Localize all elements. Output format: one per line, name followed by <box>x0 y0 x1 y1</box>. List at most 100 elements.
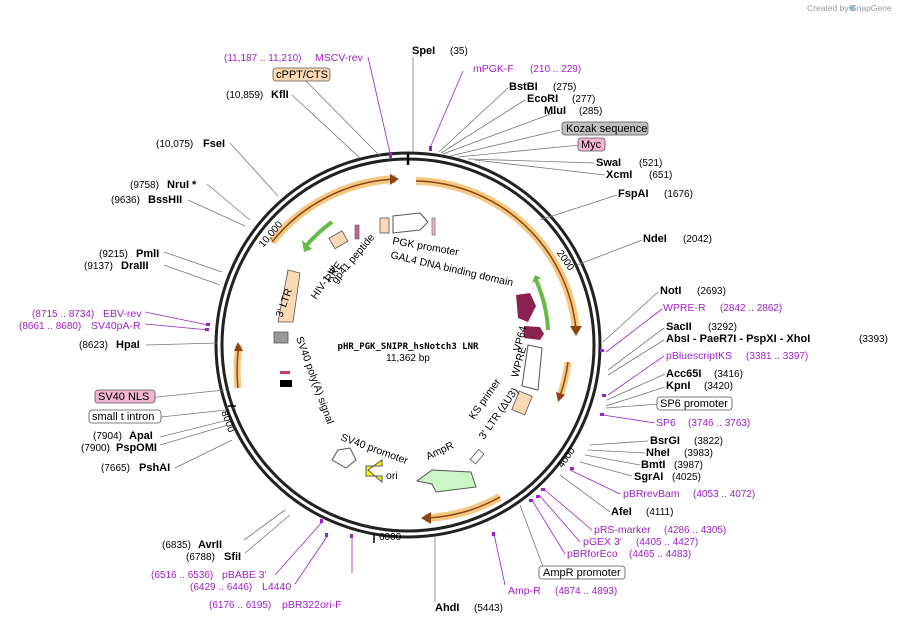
primer-pos: (2842 .. 2862) <box>720 303 782 314</box>
enzyme-pos: (9758) <box>130 180 159 191</box>
vp64-arrow <box>516 293 536 322</box>
primer-pos: (6516 .. 6536) <box>151 570 213 581</box>
primer-label: EBV-rev <box>103 308 142 320</box>
enzyme-label: EcoRI <box>527 93 558 105</box>
orf-band-top-left <box>268 174 399 245</box>
enzyme-label: FseI <box>203 138 225 150</box>
small-t-intron-label: small t intron <box>92 411 154 423</box>
small-feature-near-pgk <box>379 217 390 234</box>
vp64-arrow-2 <box>524 326 544 340</box>
kozak-label: Kozak sequence <box>566 123 647 135</box>
primer-label: pBABE 3' <box>222 569 267 581</box>
sv40-promoter-arrow <box>331 447 357 469</box>
primer-pos: (3381 .. 3397) <box>746 351 808 362</box>
enzyme-pos: (3416) <box>714 369 743 380</box>
orf-band-small-right <box>556 361 572 402</box>
primer-label: pGEX 3' <box>583 536 622 548</box>
primer-label: pRS-marker <box>594 524 651 536</box>
enzyme-label: KpnI <box>666 380 690 392</box>
primer-label: SV40pA-R <box>91 320 141 332</box>
sv40-nls-mark <box>280 371 290 374</box>
enzyme-label: FspAI <box>618 188 649 200</box>
enzyme-label: NruI * <box>167 179 197 191</box>
label-ori: ori <box>386 470 398 482</box>
enzyme-label: BmtI <box>641 459 665 471</box>
primer-label: L4440 <box>262 581 291 593</box>
primer-label: Amp-R <box>508 585 541 597</box>
enzyme-pos: (3420) <box>704 381 733 392</box>
enzyme-label: DraIII <box>121 260 149 272</box>
sv40-nls-box <box>94 389 156 404</box>
enzyme-label: PshAI <box>139 462 170 474</box>
enzyme-label: SfiI <box>224 551 241 563</box>
tick-6000: 6000 <box>379 532 402 543</box>
enzyme-pos: (1676) <box>664 189 693 200</box>
enzyme-label: BsrGI <box>650 435 680 447</box>
small-t-intron-box <box>88 409 162 424</box>
primer-site-marks <box>205 146 606 538</box>
enzyme-pos: (6788) <box>186 552 215 563</box>
cppt-cts-label: cPPT/CTS <box>276 69 328 81</box>
enzyme-pos: (3292) <box>708 322 737 333</box>
primer-pos: (4405 .. 4427) <box>636 537 698 548</box>
primer-pos: (4286 .. 4305) <box>664 525 726 536</box>
primer-pos: (4465 .. 4483) <box>629 549 691 560</box>
primer-pos: (210 .. 229) <box>530 64 581 75</box>
primer-label: WPRE-R <box>663 302 706 314</box>
hiv1-psi-block <box>328 230 349 250</box>
ampr-promoter-box <box>538 565 626 580</box>
enzyme-label: SwaI <box>596 157 621 169</box>
primer-label: pBRforEco <box>567 548 618 560</box>
cppt-cts-box <box>272 67 331 82</box>
enzyme-pos: (3822) <box>694 436 723 447</box>
sp6-promoter-box <box>656 396 733 411</box>
enzyme-pos: (4025) <box>672 472 701 483</box>
sp6-promoter-label: SP6 promoter <box>660 398 728 410</box>
primer-pos: (8661 .. 8680) <box>19 321 81 332</box>
enzyme-label: PspOMI <box>116 442 157 454</box>
ks-primer-mark <box>469 448 485 465</box>
primer-label: pBRrevBam <box>623 488 680 500</box>
enzyme-pos: (3393) <box>859 334 888 345</box>
green-arrow-right <box>532 275 550 331</box>
ltr3-du3-block <box>511 390 533 416</box>
ltr3-block <box>277 269 301 323</box>
enzyme-label: ApaI <box>129 430 153 442</box>
enzyme-pos: (10,859) <box>226 90 263 101</box>
snapgene-logo-icon <box>849 5 855 11</box>
wpre-block <box>521 344 543 391</box>
label-ampr: AmpR <box>424 439 456 462</box>
enzyme-pos: (7900) <box>81 443 110 454</box>
green-arrow-left <box>302 220 334 252</box>
tick-4000: 4000 <box>556 445 578 470</box>
primer-pos: (3746 .. 3763) <box>688 418 750 429</box>
enzyme-label: HpaI <box>116 339 140 351</box>
primer-pos: (4053 .. 4072) <box>693 489 755 500</box>
enzyme-label: NotI <box>660 285 681 297</box>
label-sv40-polya: SV40 poly(A) signal <box>293 335 336 426</box>
enzyme-label: PmlI <box>136 248 159 260</box>
enzyme-label: XcmI <box>606 169 632 181</box>
enzyme-label: KflI <box>271 89 289 101</box>
ampr-promoter-label: AmpR promoter <box>543 567 621 579</box>
ampr-arrow <box>415 469 477 493</box>
enzyme-label: AbsI - PaeR7I - PspXI - XhoI <box>666 333 810 345</box>
enzyme-pos: (5443) <box>474 603 503 614</box>
sv40-nls-label: SV40 NLS <box>98 391 149 403</box>
enzyme-pos: (2042) <box>683 234 712 245</box>
primer-label: mPGK-F <box>473 63 514 75</box>
enzyme-pos: (277) <box>572 94 595 105</box>
enzyme-label: SgrAI <box>634 471 663 483</box>
enzyme-pos: (3987) <box>674 460 703 471</box>
enzyme-label: Acc65I <box>666 368 701 380</box>
enzyme-pos: (651) <box>649 170 672 181</box>
enzyme-pos: (35) <box>450 46 468 57</box>
primer-label: MSCV-rev <box>315 52 364 64</box>
enzyme-pos: (9636) <box>111 195 140 206</box>
enzyme-label: NheI <box>646 447 670 459</box>
leader-lines <box>144 56 666 602</box>
small-t-intron-mark <box>280 380 292 387</box>
enzyme-pos: (9215) <box>99 249 128 260</box>
enzyme-label: SpeI <box>412 45 435 57</box>
